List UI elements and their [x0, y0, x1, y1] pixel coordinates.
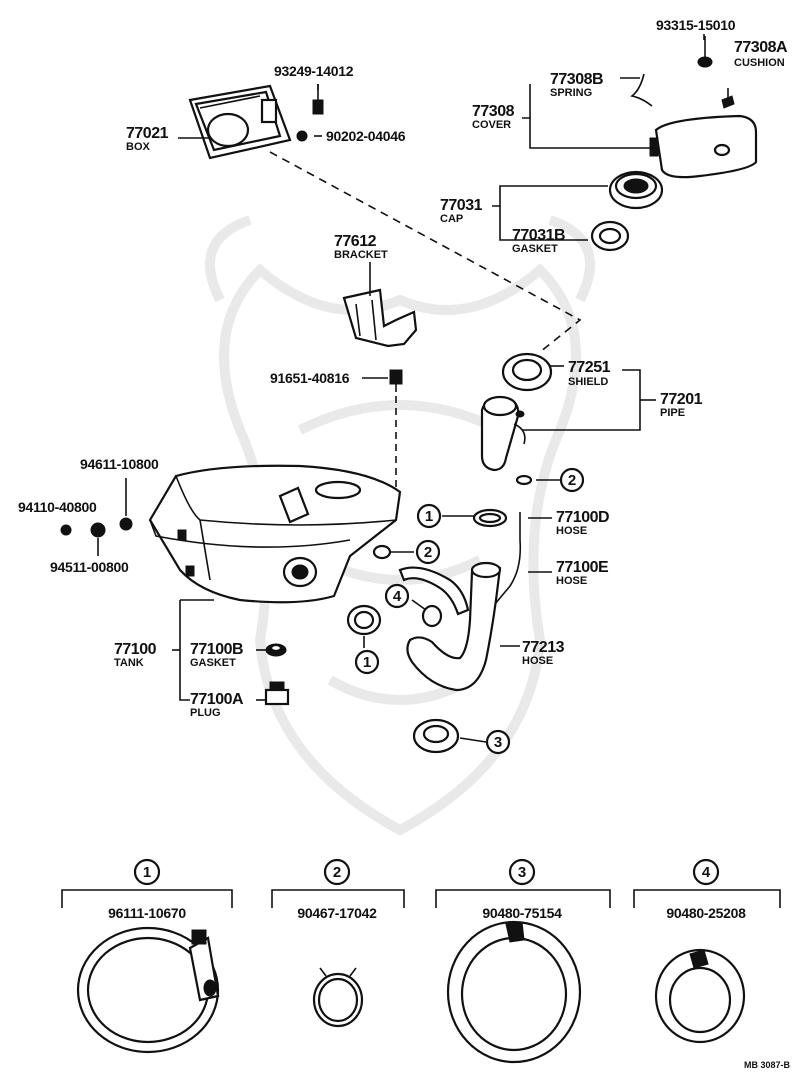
callout-markers: 2 1 2 4 1 3 — [354, 467, 585, 755]
svg-text:4: 4 — [393, 588, 402, 605]
svg-text:3: 3 — [494, 734, 502, 751]
svg-text:1: 1 — [363, 654, 371, 671]
callout-2-upper: 2 — [559, 467, 585, 493]
label-77308b-code: 77308B — [550, 71, 603, 88]
label-77100a-code: 77100A — [190, 691, 244, 708]
svg-text:1: 1 — [425, 508, 433, 525]
part-labels: 93315-15010 77308A CUSHION 77308B SPRING… — [18, 17, 788, 719]
label-77031-code: 77031 — [440, 197, 483, 214]
clip-2-lower — [372, 544, 392, 560]
assembly-line-box — [269, 151, 582, 353]
legend-2-part: 90467-17042 — [297, 905, 377, 921]
hose-77100d — [489, 512, 522, 611]
label-77031-name: CAP — [440, 213, 463, 225]
leader-lines — [172, 34, 729, 743]
grommet-3 — [412, 718, 460, 754]
label-77251-name: SHIELD — [568, 376, 608, 388]
label-77308-name: COVER — [472, 119, 511, 131]
legend-1-ref: 1 — [143, 864, 151, 881]
shield-77251 — [501, 352, 553, 392]
label-77100-name: TANK — [114, 657, 144, 669]
label-77308b-name: SPRING — [550, 87, 592, 99]
label-77308-code: 77308 — [472, 103, 515, 120]
legend-3-part: 90480-75154 — [482, 905, 562, 921]
washer-94511 — [90, 522, 106, 538]
label-93315-code: 93315-15010 — [656, 17, 736, 33]
plug-77100a — [264, 681, 290, 706]
bolt-93315 — [697, 36, 713, 68]
label-77201-code: 77201 — [660, 391, 703, 408]
clamp-1-lower — [346, 604, 382, 636]
label-77021-code: 77021 — [126, 125, 169, 142]
callout-3: 3 — [485, 729, 511, 755]
label-94511-code: 94511-00800 — [50, 559, 129, 575]
cover-77308 — [649, 114, 758, 179]
nut-90202 — [296, 130, 308, 142]
label-77100-code: 77100 — [114, 641, 157, 658]
pipe-77201 — [480, 395, 526, 472]
label-77201-name: PIPE — [660, 407, 685, 419]
legend-3: 3 90480-75154 — [435, 858, 611, 1064]
label-77612-code: 77612 — [334, 233, 377, 250]
legend-1: 1 96111-10670 — [61, 858, 233, 1054]
label-77213-name: HOSE — [522, 655, 553, 667]
label-77251-code: 77251 — [568, 359, 611, 376]
clip-4 — [421, 604, 443, 628]
legend-4: 4 90480-25208 — [633, 858, 781, 1044]
label-77031b-code: 77031B — [512, 227, 565, 244]
label-91651-code: 91651-40816 — [270, 370, 350, 386]
label-93249-code: 93249-14012 — [274, 63, 354, 79]
callout-4: 4 — [384, 583, 410, 609]
legend-1-part: 96111-10670 — [108, 905, 186, 921]
label-77213-code: 77213 — [522, 639, 565, 656]
label-77100e-name: HOSE — [556, 575, 587, 587]
clamp-1-upper — [472, 508, 508, 528]
label-94110-code: 94110-40800 — [18, 499, 97, 515]
bolt-91651 — [389, 369, 403, 392]
label-77612-name: BRACKET — [334, 249, 388, 261]
spring-77308b — [630, 73, 653, 107]
nut-94611 — [119, 517, 133, 531]
label-77031b-name: GASKET — [512, 243, 558, 255]
label-94611-code: 94611-10800 — [80, 456, 159, 472]
label-90202-code: 90202-04046 — [326, 128, 406, 144]
bracket-77612 — [342, 288, 418, 348]
footer-code: MB 3087-B — [744, 1060, 791, 1070]
clip-2-upper — [515, 474, 533, 486]
gasket-77031b — [590, 220, 630, 252]
svg-text:2: 2 — [568, 472, 576, 489]
label-77100e-code: 77100E — [556, 559, 609, 576]
hose-77213 — [406, 561, 502, 692]
legend-4-ref: 4 — [702, 864, 711, 881]
label-77100b-name: GASKET — [190, 657, 236, 669]
box-part — [188, 84, 292, 160]
nut-94110 — [60, 524, 72, 536]
label-77308a-name: CUSHION — [734, 57, 785, 69]
label-77100b-code: 77100B — [190, 641, 243, 658]
label-77021-name: BOX — [126, 141, 151, 153]
fuel-tank-77100 — [148, 464, 402, 604]
label-77100a-name: PLUG — [190, 707, 221, 719]
gasket-77100b — [265, 643, 287, 657]
svg-text:2: 2 — [424, 544, 432, 561]
callout-1-lower: 1 — [354, 649, 380, 675]
label-77100d-name: HOSE — [556, 525, 587, 537]
legend-4-part: 90480-25208 — [666, 905, 746, 921]
legend-3-ref: 3 — [518, 864, 526, 881]
legend-2: 2 90467-17042 — [271, 858, 405, 1028]
callout-2-lower: 2 — [415, 539, 441, 565]
hose-77100e — [398, 566, 470, 616]
label-77308a-code: 77308A — [734, 39, 788, 56]
legend-2-ref: 2 — [333, 864, 341, 881]
cap-77031 — [608, 170, 664, 210]
callout-1-upper: 1 — [416, 503, 442, 529]
label-77100d-code: 77100D — [556, 509, 609, 526]
